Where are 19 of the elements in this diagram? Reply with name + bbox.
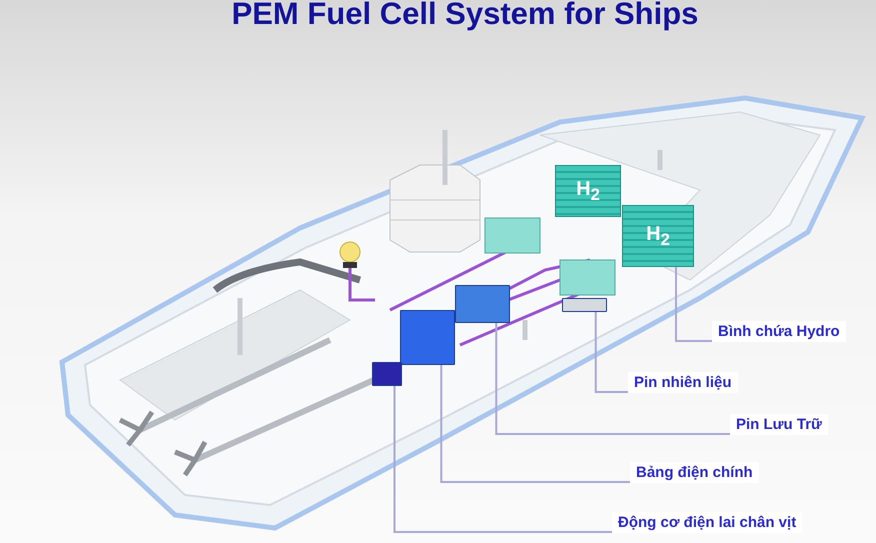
- part-label: Bảng điện chính: [630, 462, 759, 483]
- tank-label: H$_{2}$: [576, 178, 600, 204]
- part-label: Pin Lưu Trữ: [730, 414, 828, 435]
- part-label: Pin nhiên liệu: [628, 372, 738, 393]
- title: PEM Fuel Cell System for Ships: [230, 0, 700, 32]
- fuel-cell-base: [562, 298, 607, 312]
- electric-motor: [372, 362, 402, 386]
- leader-line: [394, 386, 612, 533]
- leader-line: [440, 365, 630, 483]
- switchboard: [400, 310, 455, 365]
- part-label: Động cơ điện lai chân vịt: [612, 512, 802, 533]
- hydrogen-tank: [555, 165, 621, 217]
- leader-line: [495, 323, 730, 435]
- leader-line: [594, 312, 628, 393]
- battery-pack: [455, 285, 510, 323]
- tank-label: H$_{2}$: [646, 222, 670, 250]
- hydrogen-tank: [622, 205, 694, 267]
- leader-line: [675, 267, 712, 342]
- part-label: Bình chứa Hydro: [712, 321, 846, 342]
